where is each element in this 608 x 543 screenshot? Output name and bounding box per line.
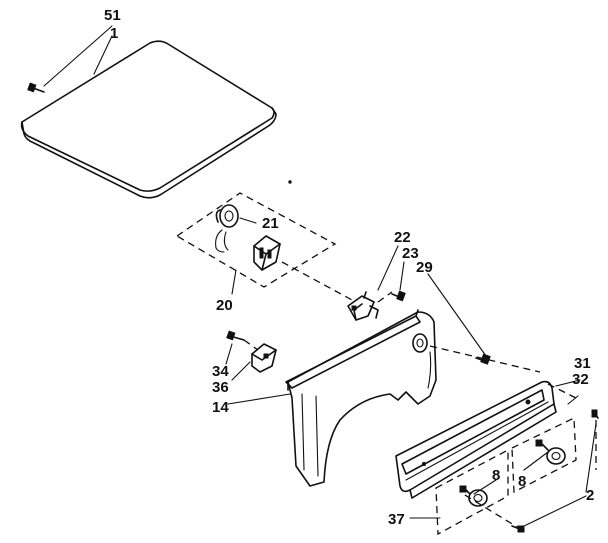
callout-22: 22 — [394, 229, 411, 246]
timer-switch — [253, 235, 281, 271]
knob-box-left — [435, 448, 509, 536]
callout-29: 29 — [416, 259, 433, 276]
knob-box-right — [511, 416, 577, 494]
callout-37: 37 — [388, 511, 405, 528]
timer-leader-line — [281, 261, 353, 301]
screw-34 — [226, 330, 245, 341]
base-to-panel-leader — [429, 345, 541, 373]
callout-8-left: 8 — [492, 467, 500, 484]
console-leader — [547, 383, 577, 399]
callout-23: 23 — [402, 245, 419, 262]
control-panel-base — [285, 309, 437, 487]
timer-assembly-box — [175, 192, 337, 288]
callout-20: 20 — [216, 297, 233, 314]
callout-2: 2 — [586, 487, 594, 504]
callout-32: 32 — [572, 371, 589, 388]
screw-51 — [27, 82, 45, 93]
timer-motor-21 — [215, 204, 239, 253]
knob-left — [459, 485, 488, 507]
callout-21: 21 — [262, 215, 279, 232]
callout-14: 14 — [212, 399, 229, 416]
callout-8-right: 8 — [518, 473, 526, 490]
callout-36: 36 — [212, 379, 229, 396]
knob-right — [535, 439, 566, 465]
leader-lines — [43, 25, 597, 529]
clip-36 — [251, 343, 277, 373]
screws-2 — [459, 409, 599, 533]
callout-51: 51 — [104, 7, 121, 24]
screw-23 — [391, 290, 406, 302]
callout-1: 1 — [110, 25, 118, 42]
bracket-22 — [347, 291, 379, 321]
screw-clip-leader — [243, 339, 259, 351]
top-panel — [20, 40, 277, 199]
callout-31: 31 — [574, 355, 591, 372]
console-panel — [395, 380, 557, 499]
callout-34: 34 — [212, 363, 229, 380]
bracket-screw-leader — [377, 291, 393, 303]
